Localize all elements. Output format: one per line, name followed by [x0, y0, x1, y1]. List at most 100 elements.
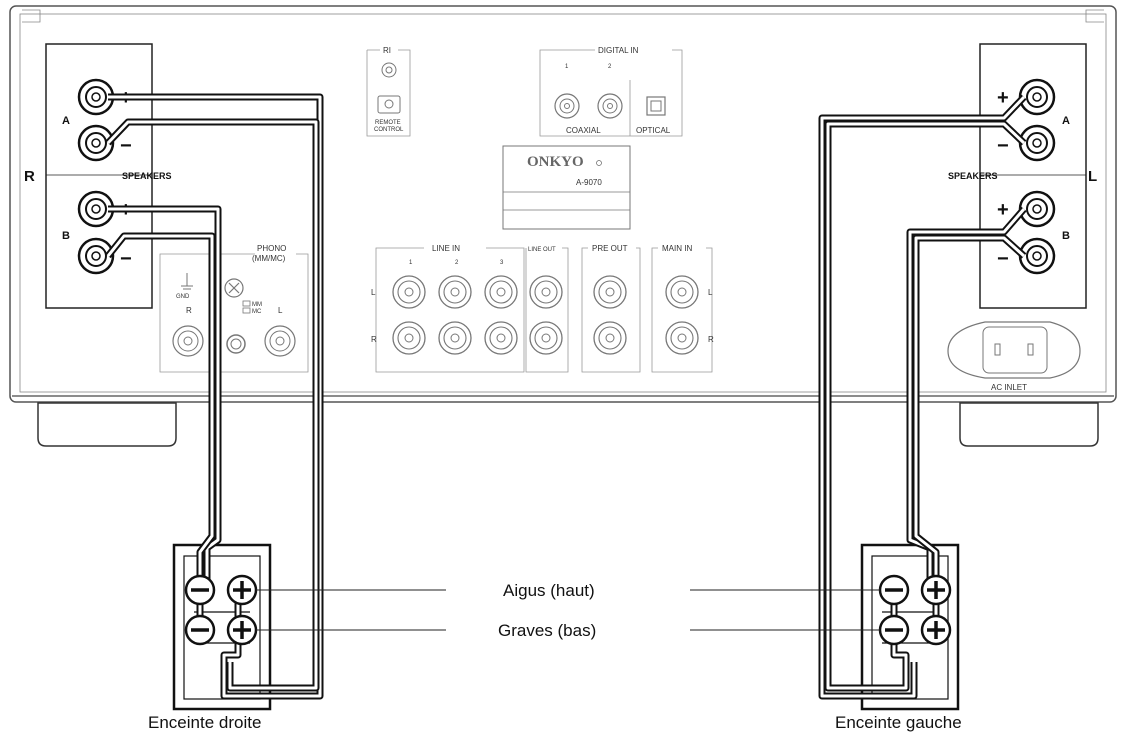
brand-logo: ONKYO: [527, 154, 584, 170]
plus-sign-a-right: +: [997, 87, 1009, 109]
rca-input-output-section: LINE IN 1 2 3 L R LINE OUT PRE OUT MAIN …: [371, 244, 714, 373]
row-l-label-1: L: [371, 288, 376, 297]
phono-l-label: L: [278, 306, 283, 315]
set-b-label-right: B: [1062, 230, 1070, 242]
model-number: A-9070: [576, 178, 602, 187]
amplifier-foot-left: [37, 402, 177, 447]
phono-label-2: (MM/MC): [252, 254, 286, 263]
line-in-3: 3: [500, 260, 504, 266]
channel-label-l: L: [1088, 168, 1097, 185]
digital-in-section: DIGITAL IN 1 2 COAXIAL OPTICAL: [539, 46, 683, 137]
set-a-label-left: A: [62, 115, 70, 127]
set-a-label-right: A: [1062, 115, 1070, 127]
rca-jack-line-in-3-r[interactable]: [484, 321, 518, 355]
line-out-label: LINE OUT: [528, 247, 556, 253]
right-speaker-tweeter-minus[interactable]: [184, 574, 216, 606]
ac-inlet[interactable]: AC INLET: [947, 321, 1081, 392]
callout-leaders: [256, 589, 880, 631]
speakers-label-right: SPEAKERS: [948, 171, 998, 181]
ac-inlet-label: AC INLET: [991, 383, 1027, 392]
rca-jack-main-in-r[interactable]: [665, 321, 699, 355]
gnd-screw-icon[interactable]: [224, 278, 244, 298]
left-speaker-caption: Enceinte gauche: [835, 713, 962, 732]
speakers-label-left: SPEAKERS: [122, 171, 172, 181]
gnd-label: GND: [176, 294, 190, 300]
row-l-label-2: L: [708, 288, 713, 297]
pre-out-label: PRE OUT: [592, 244, 628, 253]
line-in-label: LINE IN: [432, 244, 460, 253]
model-label-plate: ONKYO A-9070: [502, 145, 631, 230]
rca-jack-line-in-2-l[interactable]: [438, 275, 472, 309]
tweeter-label: Aigus (haut): [503, 581, 595, 600]
left-speaker-woofer-plus[interactable]: [920, 614, 952, 646]
terminal-b-plus-right[interactable]: [1018, 190, 1056, 228]
terminal-a-minus-right[interactable]: [1018, 124, 1056, 162]
rca-jack-grid: [392, 275, 699, 355]
phono-jack-l[interactable]: [264, 325, 296, 357]
registered-mark-icon: [596, 160, 602, 166]
right-speaker-woofer-minus[interactable]: [184, 614, 216, 646]
rca-jack-pre-out-r[interactable]: [593, 321, 627, 355]
optical-label: OPTICAL: [636, 126, 671, 135]
remote-label-2: CONTROL: [374, 127, 404, 133]
left-speaker-woofer-minus[interactable]: [878, 614, 910, 646]
coaxial-jack-2[interactable]: [597, 93, 623, 119]
rca-jack-pre-out-l[interactable]: [593, 275, 627, 309]
remote-label-1: REMOTE: [375, 120, 401, 126]
ri-jack-icon[interactable]: [381, 62, 397, 78]
woofer-label: Graves (bas): [498, 621, 596, 640]
right-speaker-terminals: [184, 574, 258, 646]
phono-jack-r[interactable]: [172, 325, 204, 357]
ri-section: RI REMOTE CONTROL: [366, 46, 411, 137]
digital-in-1: 1: [565, 64, 569, 70]
rca-jack-line-in-1-r[interactable]: [392, 321, 426, 355]
digital-in-label: DIGITAL IN: [598, 46, 639, 55]
mc-label: MC: [252, 309, 262, 315]
phono-label-1: PHONO: [257, 244, 286, 253]
gnd-icon: [181, 273, 193, 290]
coaxial-jack-1[interactable]: [554, 93, 580, 119]
rca-jack-line-in-1-l[interactable]: [392, 275, 426, 309]
optical-jack[interactable]: [646, 96, 666, 116]
set-b-label-left: B: [62, 230, 70, 242]
rca-jack-main-in-l[interactable]: [665, 275, 699, 309]
minus-sign-b-right: −: [997, 248, 1009, 270]
remote-control-jack-icon[interactable]: [377, 95, 401, 114]
rca-jack-line-out-l[interactable]: [529, 275, 563, 309]
rca-jack-line-out-r[interactable]: [529, 321, 563, 355]
terminal-a-plus-left[interactable]: [77, 78, 115, 116]
left-speaker-terminals: [878, 574, 952, 646]
coaxial-label: COAXIAL: [566, 126, 601, 135]
minus-sign-a-left: −: [120, 135, 132, 157]
speaker-terminal-panel-left-channel: L SPEAKERS A B + − + −: [948, 43, 1097, 309]
amplifier-foot-right: [959, 402, 1099, 447]
speaker-terminal-panel-right-channel: R SPEAKERS A B + − + −: [24, 43, 172, 309]
row-r-label-1: R: [371, 335, 377, 344]
right-speaker-tweeter-plus[interactable]: [226, 574, 258, 606]
channel-label-r: R: [24, 168, 35, 185]
line-in-2: 2: [455, 260, 459, 266]
ri-label: RI: [383, 46, 391, 55]
mm-label: MM: [252, 302, 262, 308]
line-in-1: 1: [409, 260, 413, 266]
main-in-label: MAIN IN: [662, 244, 692, 253]
right-speaker-woofer-plus[interactable]: [226, 614, 258, 646]
terminal-b-plus-left[interactable]: [77, 190, 115, 228]
plus-sign-b-right: +: [997, 199, 1009, 221]
mm-mc-switch-icon[interactable]: [242, 300, 251, 314]
left-speaker-tweeter-minus[interactable]: [878, 574, 910, 606]
phono-r-label: R: [186, 306, 192, 315]
terminal-b-minus-left[interactable]: [77, 237, 115, 275]
rca-jack-line-in-3-l[interactable]: [484, 275, 518, 309]
right-speaker-caption: Enceinte droite: [148, 713, 261, 732]
terminal-b-minus-right[interactable]: [1018, 237, 1056, 275]
minus-sign-a-right: −: [997, 135, 1009, 157]
row-r-label-2: R: [708, 335, 714, 344]
speaker-cables: [105, 93, 1027, 700]
left-speaker-tweeter-plus[interactable]: [920, 574, 952, 606]
phono-switch-knob[interactable]: [226, 334, 246, 354]
rca-jack-line-in-2-r[interactable]: [438, 321, 472, 355]
terminal-a-plus-right[interactable]: [1018, 78, 1056, 116]
terminal-a-minus-left[interactable]: [77, 124, 115, 162]
